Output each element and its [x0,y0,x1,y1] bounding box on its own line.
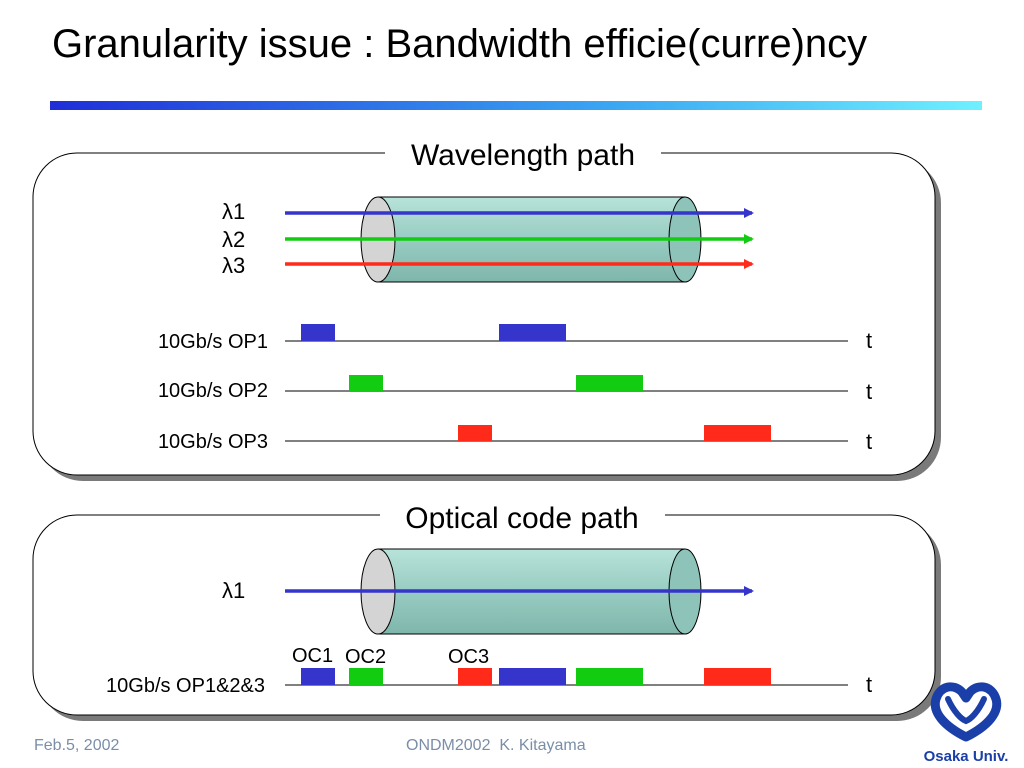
op1-pulse [301,324,335,341]
footer-date: Feb.5, 2002 [34,737,120,754]
oc3-pulse [704,668,771,685]
lambda2-label: λ2 [222,227,245,252]
op1-pulse [499,324,566,341]
oc2-pulse [349,668,383,685]
oc3-pulse [458,668,492,685]
optical-code-path-panel: Optical code path λ1 OC1 OC2 OC3 10Gb/s … [32,498,941,721]
slide-title: Granularity issue : Bandwidth efficie(cu… [52,22,868,66]
lambda1-label: λ1 [222,578,245,603]
combined-time-label: t [866,672,872,697]
heading-backdrop [385,134,661,174]
op2-time-label: t [866,379,872,404]
op2-pulse [576,375,643,391]
lambda3-label: λ3 [222,253,245,278]
gingko-leaf-icon [930,682,1002,742]
wavelength-path-panel: Wavelength path λ1 λ2 λ3 10Gb/s OP1 t 10… [32,134,941,481]
lambda1-label: λ1 [222,199,245,224]
op3-label: 10Gb/s OP3 [158,431,268,453]
footer-conference: ONDM2002 K. Kitayama [406,737,586,754]
heading-backdrop [380,498,665,538]
op3-pulse [458,425,492,441]
panel-heading-optical-code: Optical code path [405,502,638,535]
panel-heading-wavelength: Wavelength path [411,139,635,172]
oc3-label: OC3 [448,646,489,668]
osaka-univ-logo: Osaka Univ. [924,682,1009,765]
combined-op-label: 10Gb/s OP1&2&3 [106,675,265,697]
op1-time-label: t [866,328,872,353]
op3-pulse [704,425,771,441]
title-underline-bar [50,101,982,110]
logo-text: Osaka Univ. [924,748,1009,765]
op2-label: 10Gb/s OP2 [158,380,268,402]
op1-label: 10Gb/s OP1 [158,331,268,353]
op3-time-label: t [866,429,872,454]
oc1-pulse [499,668,566,685]
oc1-label: OC1 [292,645,333,667]
op2-pulse [349,375,383,391]
oc2-pulse [576,668,643,685]
oc1-pulse [301,668,335,685]
oc2-label: OC2 [345,646,386,668]
